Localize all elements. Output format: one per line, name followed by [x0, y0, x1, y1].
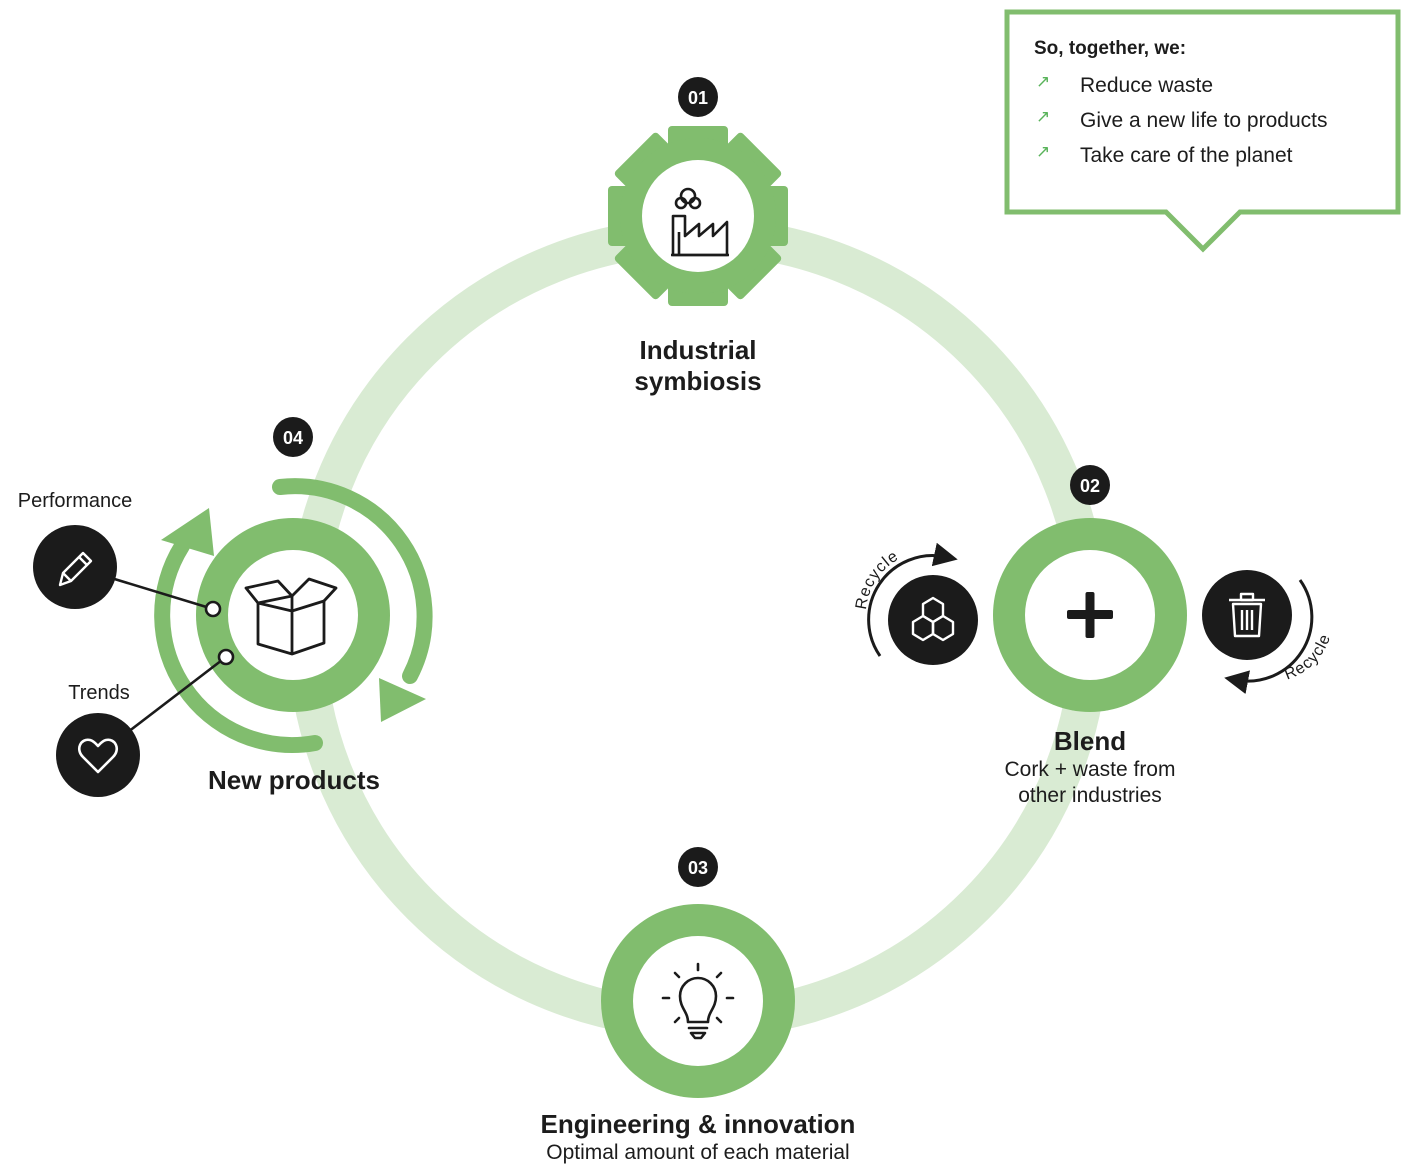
arrow-up-right-icon: ↗: [1036, 107, 1051, 126]
callout-heading: So, together, we:: [1034, 38, 1187, 59]
factory-icon: [671, 187, 729, 257]
step-04-label: New products: [144, 765, 444, 796]
callout: So, together, we: ↗Reduce waste ↗Give a …: [1034, 38, 1394, 173]
arrow-up-right-icon: ↗: [1036, 72, 1051, 91]
svg-text:04: 04: [283, 428, 303, 448]
list-item: ↗Reduce waste: [1034, 68, 1394, 103]
connector-dot-performance: [204, 600, 222, 618]
step-02-label: Blend Cork + waste from other industries: [940, 726, 1240, 809]
svg-text:01: 01: [688, 88, 708, 108]
pencil-icon: [58, 551, 93, 587]
step-02-subtitle-line1: Cork + waste from: [1004, 758, 1176, 781]
trends-node: [56, 713, 140, 797]
step-01-title-line2: symbiosis: [634, 366, 762, 396]
step-04-badge: 04: [273, 417, 313, 457]
list-item: ↗Take care of the planet: [1034, 138, 1394, 173]
step-02-badge: 02: [1070, 465, 1110, 505]
step-03-label: Engineering & innovation Optimal amount …: [448, 1109, 948, 1166]
step-03-node: [601, 904, 795, 1098]
trash-can-icon: [1229, 592, 1265, 638]
step-01-title-line1: Industrial: [639, 335, 757, 365]
step-01-label: Industrial symbiosis: [548, 335, 848, 397]
trends-label: Trends: [68, 682, 130, 704]
honeycomb-icon: [911, 596, 955, 642]
cycle-arrowhead-right: [379, 678, 426, 722]
step-03-badge: 03: [678, 847, 718, 887]
step-04-title: New products: [208, 765, 380, 795]
step-01-badge: 01: [678, 77, 718, 117]
open-box-icon: [244, 577, 338, 656]
heart-icon: [78, 738, 118, 774]
step-03-subtitle: Optimal amount of each material: [546, 1141, 850, 1164]
arrow-up-right-icon: ↗: [1036, 142, 1051, 161]
step-01-gear: [608, 126, 788, 306]
callout-list: ↗Reduce waste ↗Give a new life to produc…: [1034, 68, 1394, 173]
plus-icon: [1067, 592, 1113, 638]
performance-label: Performance: [17, 490, 133, 512]
honeycomb-node: [888, 575, 978, 665]
step-02-title: Blend: [1053, 726, 1127, 756]
step-03-title: Engineering & innovation: [540, 1109, 856, 1139]
connector-dot-trends: [217, 648, 235, 666]
cycle-arrow-right: [272, 478, 433, 684]
lightbulb-icon: [661, 962, 735, 1040]
recycle-arrow-right: [1224, 579, 1314, 695]
list-item: ↗Give a new life to products: [1034, 103, 1394, 138]
cycle-arrowhead-left: [161, 508, 214, 556]
svg-text:02: 02: [1080, 476, 1100, 496]
recycle-arrow-left: [867, 542, 958, 657]
callout-box: [1004, 9, 1401, 253]
svg-text:03: 03: [688, 858, 708, 878]
step-02-subtitle-line2: other industries: [1018, 784, 1162, 807]
performance-node: [33, 525, 117, 609]
